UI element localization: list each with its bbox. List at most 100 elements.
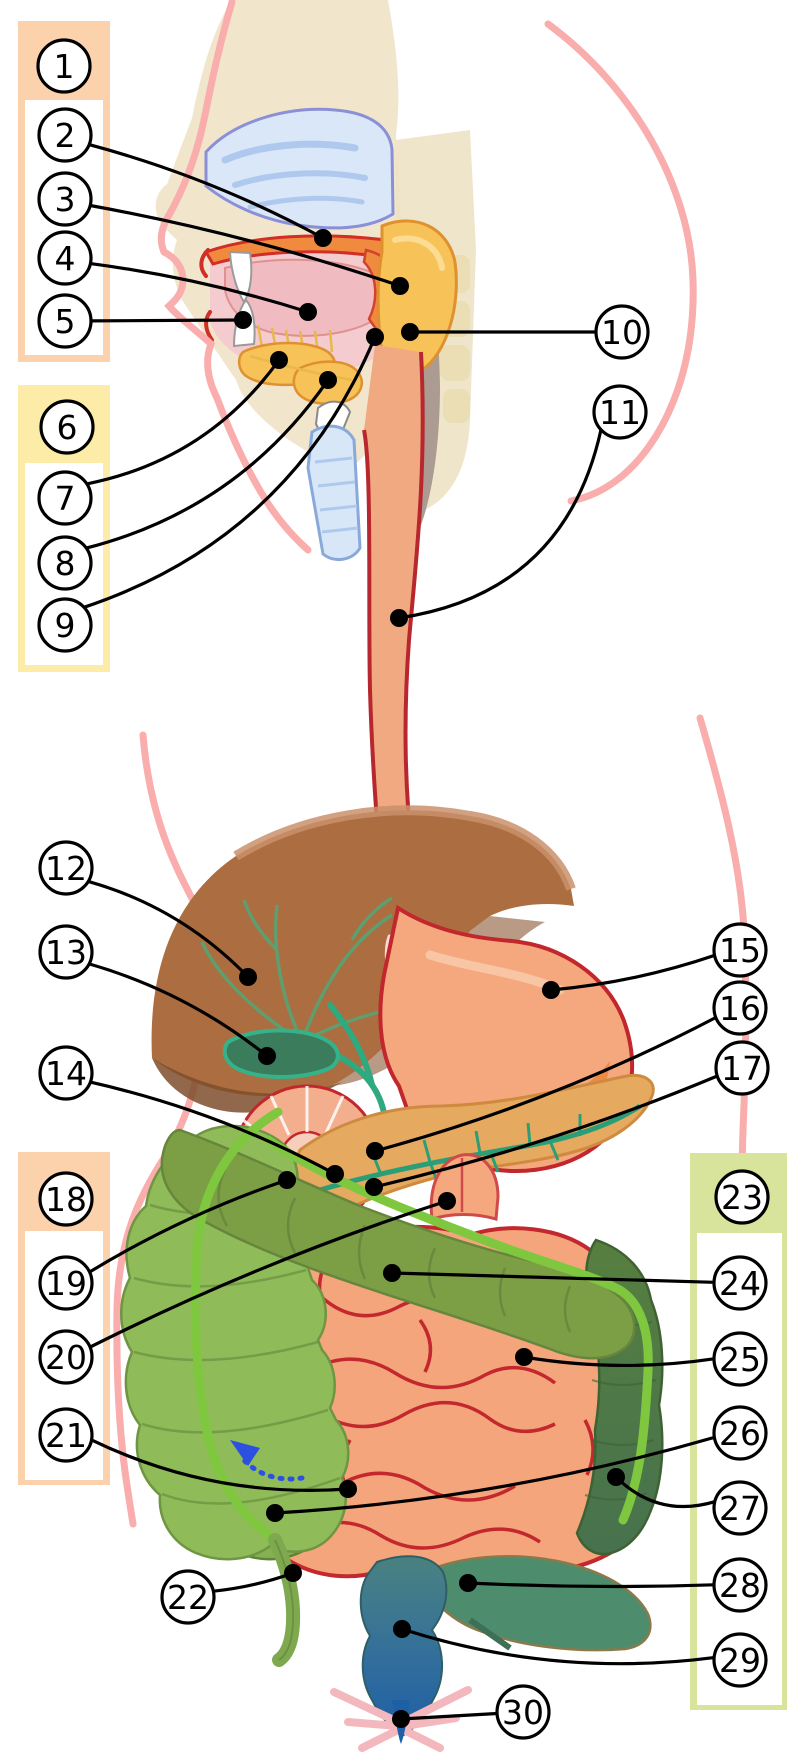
callout-30: 30 [392,1684,551,1740]
callout-number-5: 5 [55,302,76,341]
callout-line-22 [213,1571,294,1593]
callout-dot-3 [391,277,409,295]
callout-circle-3 [37,171,93,227]
callout-line-14 [89,1080,336,1176]
callout-circle-1 [36,38,92,94]
callout-10: 10 [401,304,650,360]
callout-dot-4 [299,303,317,321]
callout-circle-2 [37,107,93,163]
callout-circle-20 [38,1329,94,1385]
callout-number-2: 2 [55,116,76,155]
sigmoid-crease [468,1617,512,1651]
esophagus-right-edge [403,351,425,913]
vertebra-block [443,389,470,423]
callout-26: 26 [266,1405,768,1522]
callout-8: 8 [37,371,337,591]
callout-dot-29 [393,1620,411,1638]
callouts: 1234567891011121314151617181920212223242… [36,38,770,1740]
callout-circle-24 [712,1255,768,1311]
callout-line-12 [87,879,250,979]
callout-18: 18 [38,1171,94,1227]
callout-circle-25 [712,1331,768,1387]
callout-line-15 [550,953,716,992]
callout-number-6: 6 [57,408,78,447]
callout-circle-22 [160,1569,216,1625]
anatomy-art [113,0,752,1752]
callout-23: 23 [714,1169,770,1225]
callout-29: 29 [393,1620,768,1688]
callout-number-25: 25 [719,1340,761,1379]
appendix-outline [274,1539,295,1661]
callout-circle-18 [38,1171,94,1227]
callout-dot-9 [366,328,384,346]
callout-circle-13 [38,924,94,980]
callout-line-5 [90,318,244,323]
callout-line-8 [85,379,330,550]
callout-circle-6 [39,399,95,455]
callout-line-29 [401,1627,715,1666]
callout-3: 3 [37,171,409,295]
callout-dot-14 [326,1165,344,1183]
callout-number-28: 28 [719,1566,761,1605]
callout-number-8: 8 [55,544,76,583]
callout-dot-25 [515,1348,533,1366]
callout-circle-26 [712,1405,768,1461]
callout-dot-20 [438,1192,456,1210]
nasal-streak [232,170,368,188]
callout-circle-4 [37,230,93,286]
callout-25: 25 [515,1331,768,1387]
flow-arrow [230,1440,305,1482]
callout-circle-30 [495,1684,551,1740]
callout-dot-8 [319,371,337,389]
callout-5: 5 [37,293,252,349]
callout-dot-26 [266,1504,284,1522]
callout-dot-15 [542,981,560,999]
callout-19: 19 [38,1171,296,1311]
callout-circle-19 [38,1255,94,1311]
callout-12: 12 [38,840,257,986]
liver-top-highlight [233,805,576,891]
callout-17: 17 [365,1040,770,1196]
callout-circle-15 [712,922,768,978]
callout-number-15: 15 [719,931,761,970]
esophagus-shape [364,345,423,912]
callout-6: 6 [39,399,95,455]
callout-circle-27 [712,1480,768,1536]
callout-dot-16 [366,1142,384,1160]
callout-dot-2 [314,229,332,247]
callout-20: 20 [38,1192,456,1385]
callout-21: 21 [38,1407,357,1498]
callout-number-22: 22 [167,1578,209,1617]
callout-7: 7 [37,351,288,526]
callout-22: 22 [160,1564,302,1625]
callout-line-9 [83,336,377,609]
callout-dot-19 [278,1171,296,1189]
callout-line-3 [89,203,401,288]
callout-14: 14 [38,1045,344,1183]
callout-dot-13 [258,1047,276,1065]
callout-dot-22 [284,1564,302,1582]
callout-2: 2 [37,107,332,247]
callout-line-24 [391,1271,715,1284]
callout-dot-21 [339,1480,357,1498]
callout-dot-5 [234,311,252,329]
vertebra-block [440,345,470,381]
callout-16: 16 [366,980,768,1160]
callout-number-3: 3 [55,180,76,219]
sigmoid-colon-shape [423,1555,652,1652]
lower-lip [204,310,214,342]
callout-24: 24 [383,1255,768,1311]
callout-circle-5 [37,293,93,349]
callout-dot-12 [239,968,257,986]
callout-dot-17 [365,1178,383,1196]
callout-number-12: 12 [45,849,87,888]
callout-line-4 [90,262,309,314]
parotid-highlight [392,235,445,271]
callout-line-7 [86,359,281,486]
callout-15: 15 [542,922,768,999]
callout-line-28 [467,1581,715,1589]
callout-number-16: 16 [719,989,761,1028]
callout-number-27: 27 [719,1489,761,1528]
liver-shape [151,810,575,1097]
callout-line-17 [373,1074,718,1189]
